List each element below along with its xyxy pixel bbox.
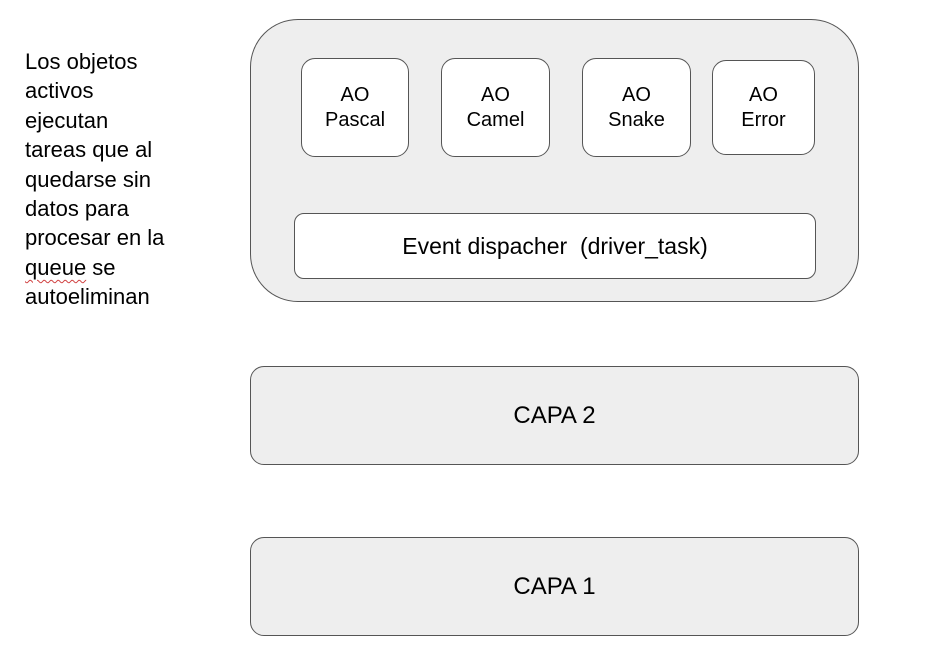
ao-pascal-line1: AO xyxy=(340,83,370,106)
layer-capa-2-box[interactable]: CAPA 2 xyxy=(250,366,859,465)
ao-error-label: AO Error xyxy=(741,83,785,133)
ao-error-box[interactable]: AO Error xyxy=(712,60,815,155)
note-line-4: tareas que al xyxy=(25,137,153,163)
ao-pascal-line2: Pascal xyxy=(324,108,386,131)
note-line-8-rest: se xyxy=(86,254,116,280)
note-line-2: activos xyxy=(25,78,94,104)
ao-snake-line2: Snake xyxy=(608,108,665,131)
ao-snake-box[interactable]: AO Snake xyxy=(582,58,691,157)
note-line-3: ejecutan xyxy=(25,107,109,133)
ao-camel-line1: AO xyxy=(481,83,510,106)
layer-capa-1-label: CAPA 1 xyxy=(513,572,596,600)
ao-camel-box[interactable]: AO Camel xyxy=(441,58,550,157)
description-note: Los objetos activos ejecutan tareas que … xyxy=(25,47,200,312)
note-line-9: autoeliminan xyxy=(25,284,150,310)
note-line-7: procesar en la xyxy=(25,225,165,251)
note-line-6: datos para xyxy=(25,196,129,222)
ao-error-line1: AO xyxy=(749,83,778,106)
ao-pascal-label: AO Pascal xyxy=(325,83,385,133)
note-line-5: quedarse sin xyxy=(25,166,151,192)
ao-camel-line2: Camel xyxy=(466,108,525,131)
event-dispatcher-box[interactable]: Event dispacher (driver_task) xyxy=(294,213,816,279)
note-misspelled-word[interactable]: queue xyxy=(25,254,87,280)
ao-error-line2: Error xyxy=(741,108,786,131)
ao-snake-label: AO Snake xyxy=(608,83,665,133)
ao-snake-line1: AO xyxy=(622,83,651,106)
event-dispatcher-label: Event dispacher (driver_task) xyxy=(402,232,708,259)
ao-camel-label: AO Camel xyxy=(467,83,525,133)
layer-capa-2-label: CAPA 2 xyxy=(513,401,596,429)
ao-pascal-box[interactable]: AO Pascal xyxy=(301,58,409,157)
layer-capa-1-box[interactable]: CAPA 1 xyxy=(250,537,859,636)
note-line-1: Los objetos xyxy=(25,49,138,74)
